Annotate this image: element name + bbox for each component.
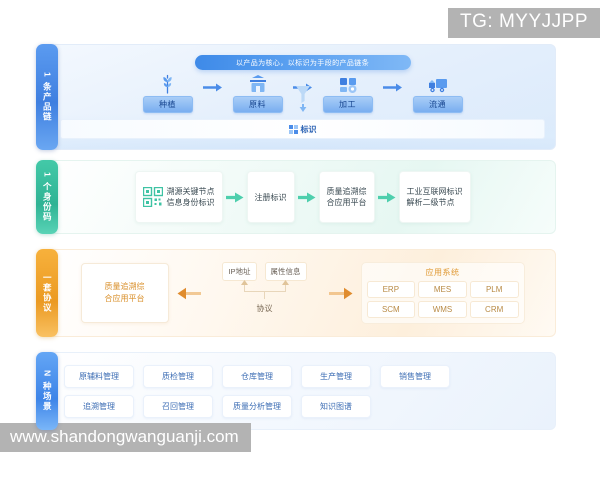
protocol-platform-line1: 质量追溯综 <box>104 282 145 291</box>
application-systems-group: 应用系统 ERP MES PLM SCM WMS CRM <box>360 262 525 324</box>
arrow-right-icon <box>297 192 317 203</box>
scenario-knowledge-graph[interactable]: 知识图谱 <box>301 394 371 418</box>
arrow-right-icon <box>382 77 404 97</box>
funnel-icon <box>295 86 310 112</box>
truck-icon <box>427 74 449 94</box>
scenario-warehouse[interactable]: 仓库管理 <box>222 364 292 388</box>
product-chain-banner: 以产品为核心，以标识为手段的产品链条 <box>194 55 411 70</box>
wheat-icon <box>158 74 177 94</box>
system-cell-plm[interactable]: PLM <box>469 281 519 298</box>
scenario-production[interactable]: 生产管理 <box>301 364 371 388</box>
system-cell-wms[interactable]: WMS <box>418 301 467 318</box>
scenario-recall[interactable]: 召回管理 <box>143 394 213 418</box>
flow-card-platform[interactable]: 质量追溯综 合应用平台 <box>318 171 375 223</box>
flow-card-line1: 溯源关键节点 <box>166 187 215 196</box>
protocol-platform-line2: 合应用平台 <box>104 294 145 303</box>
flow-card-line2: 解析二级节点 <box>406 198 455 207</box>
silo-icon <box>248 74 268 94</box>
system-cell-mes[interactable]: MES <box>418 281 467 298</box>
identifier-bar-label: 标识 <box>300 124 317 134</box>
stage-label: 种植 <box>142 96 193 113</box>
product-chain-banner-text: 以产品为核心，以标识为手段的产品链条 <box>235 59 370 67</box>
scenario-traceability[interactable]: 追溯管理 <box>64 394 134 418</box>
panel-protocol: 一套协议 质量追溯综 合应用平台 IP地址 属性信息 <box>36 249 556 337</box>
tree-connector <box>236 280 294 302</box>
up-arrow-icon <box>281 280 289 285</box>
protocol-flow: 质量追溯综 合应用平台 IP地址 属性信息 <box>50 262 555 324</box>
stage-planting[interactable]: 种植 <box>139 74 197 113</box>
flow-card-line1: 工业互联网标识 <box>406 187 463 196</box>
stage-label: 流通 <box>412 96 463 113</box>
panel-tab-identity-code: 1 个身份码 <box>36 160 58 234</box>
panel-identity-code: 1 个身份码 溯源关键节点 信息身份标识 <box>36 160 556 234</box>
scenario-raw-material[interactable]: 原辅料管理 <box>64 364 134 388</box>
factory-icon <box>338 74 358 94</box>
scenario-sales[interactable]: 销售管理 <box>380 364 450 388</box>
system-cell-scm[interactable]: SCM <box>366 301 416 318</box>
watermark-top-right: TG: MYYJJPP <box>448 8 600 38</box>
flow-card-register-identifier[interactable]: 注册标识 <box>246 171 295 223</box>
scenario-grid: 原辅料管理 质检管理 仓库管理 生产管理 销售管理 追溯管理 召回管理 质量分析… <box>50 364 555 418</box>
arrow-right-icon <box>377 192 397 203</box>
panel-body-protocol: 质量追溯综 合应用平台 IP地址 属性信息 <box>49 249 556 337</box>
panel-tab-label: N 种场景 <box>42 370 53 412</box>
protocol-platform-card[interactable]: 质量追溯综 合应用平台 <box>80 263 169 323</box>
flow-card-line2: 信息身份标识 <box>166 198 215 207</box>
system-cell-erp[interactable]: ERP <box>366 281 416 298</box>
system-cell-crm[interactable]: CRM <box>469 301 519 318</box>
protocol-ip-address[interactable]: IP地址 <box>222 262 257 281</box>
panel-tab-label: 1 条产品链 <box>42 71 53 123</box>
flow-card-traceability-node[interactable]: 溯源关键节点 信息身份标识 <box>134 171 223 223</box>
funnel-group <box>295 85 311 113</box>
arrow-right-icon <box>202 77 224 97</box>
protocol-attribute-info[interactable]: 属性信息 <box>264 262 307 281</box>
panel-tab-label: 1 个身份码 <box>42 171 53 223</box>
panel-product-chain: 1 条产品链 以产品为核心，以标识为手段的产品链条 <box>36 44 556 150</box>
panel-body-product-chain: 以产品为核心，以标识为手段的产品链条 <box>49 44 556 150</box>
panel-body-scenarios: 原辅料管理 质检管理 仓库管理 生产管理 销售管理 追溯管理 召回管理 质量分析… <box>49 352 556 430</box>
scenario-row: 追溯管理 召回管理 质量分析管理 知识图谱 <box>64 394 541 418</box>
panel-tab-protocol: 一套协议 <box>36 249 58 337</box>
flow-card-line2: 合应用平台 <box>326 198 367 207</box>
application-systems-title: 应用系统 <box>425 268 460 277</box>
flow-card-line1: 质量追溯综 <box>326 187 367 196</box>
scenario-quality-analysis[interactable]: 质量分析管理 <box>222 394 292 418</box>
panel-tab-scenarios: N 种场景 <box>36 352 58 430</box>
scenario-quality-inspection[interactable]: 质检管理 <box>143 364 213 388</box>
identifier-bar[interactable]: 标识 <box>60 119 545 139</box>
protocol-tree: IP地址 属性信息 协议 <box>209 262 321 324</box>
protocol-label: 协议 <box>256 304 273 313</box>
arrow-left-icon <box>177 287 201 300</box>
identifier-icon <box>288 124 298 134</box>
panel-body-identity-code: 溯源关键节点 信息身份标识 注册标识 <box>49 160 556 234</box>
panel-scenarios: N 种场景 原辅料管理 质检管理 仓库管理 生产管理 销售管理 追溯管理 召回管… <box>36 352 556 430</box>
identity-flow: 溯源关键节点 信息身份标识 注册标识 <box>50 171 555 223</box>
up-arrow-icon <box>240 280 248 285</box>
scenario-row: 原辅料管理 质检管理 仓库管理 生产管理 销售管理 <box>64 364 541 388</box>
stage-label: 原料 <box>232 96 283 113</box>
flow-card-line1: 注册标识 <box>254 192 287 202</box>
stage-processing[interactable]: 加工 <box>319 74 377 113</box>
arrow-right-icon <box>328 287 353 300</box>
stage-raw-material[interactable]: 原料 <box>229 74 287 113</box>
qr-code-icon <box>142 187 163 207</box>
flow-card-secondary-node[interactable]: 工业互联网标识 解析二级节点 <box>398 171 471 223</box>
panel-tab-product-chain: 1 条产品链 <box>36 44 58 150</box>
stage-distribution[interactable]: 流通 <box>409 74 467 113</box>
arrow-right-icon <box>225 192 245 203</box>
panel-tab-label: 一套协议 <box>42 273 53 313</box>
application-systems-grid: ERP MES PLM SCM WMS CRM <box>366 281 519 318</box>
stage-label: 加工 <box>322 96 373 113</box>
